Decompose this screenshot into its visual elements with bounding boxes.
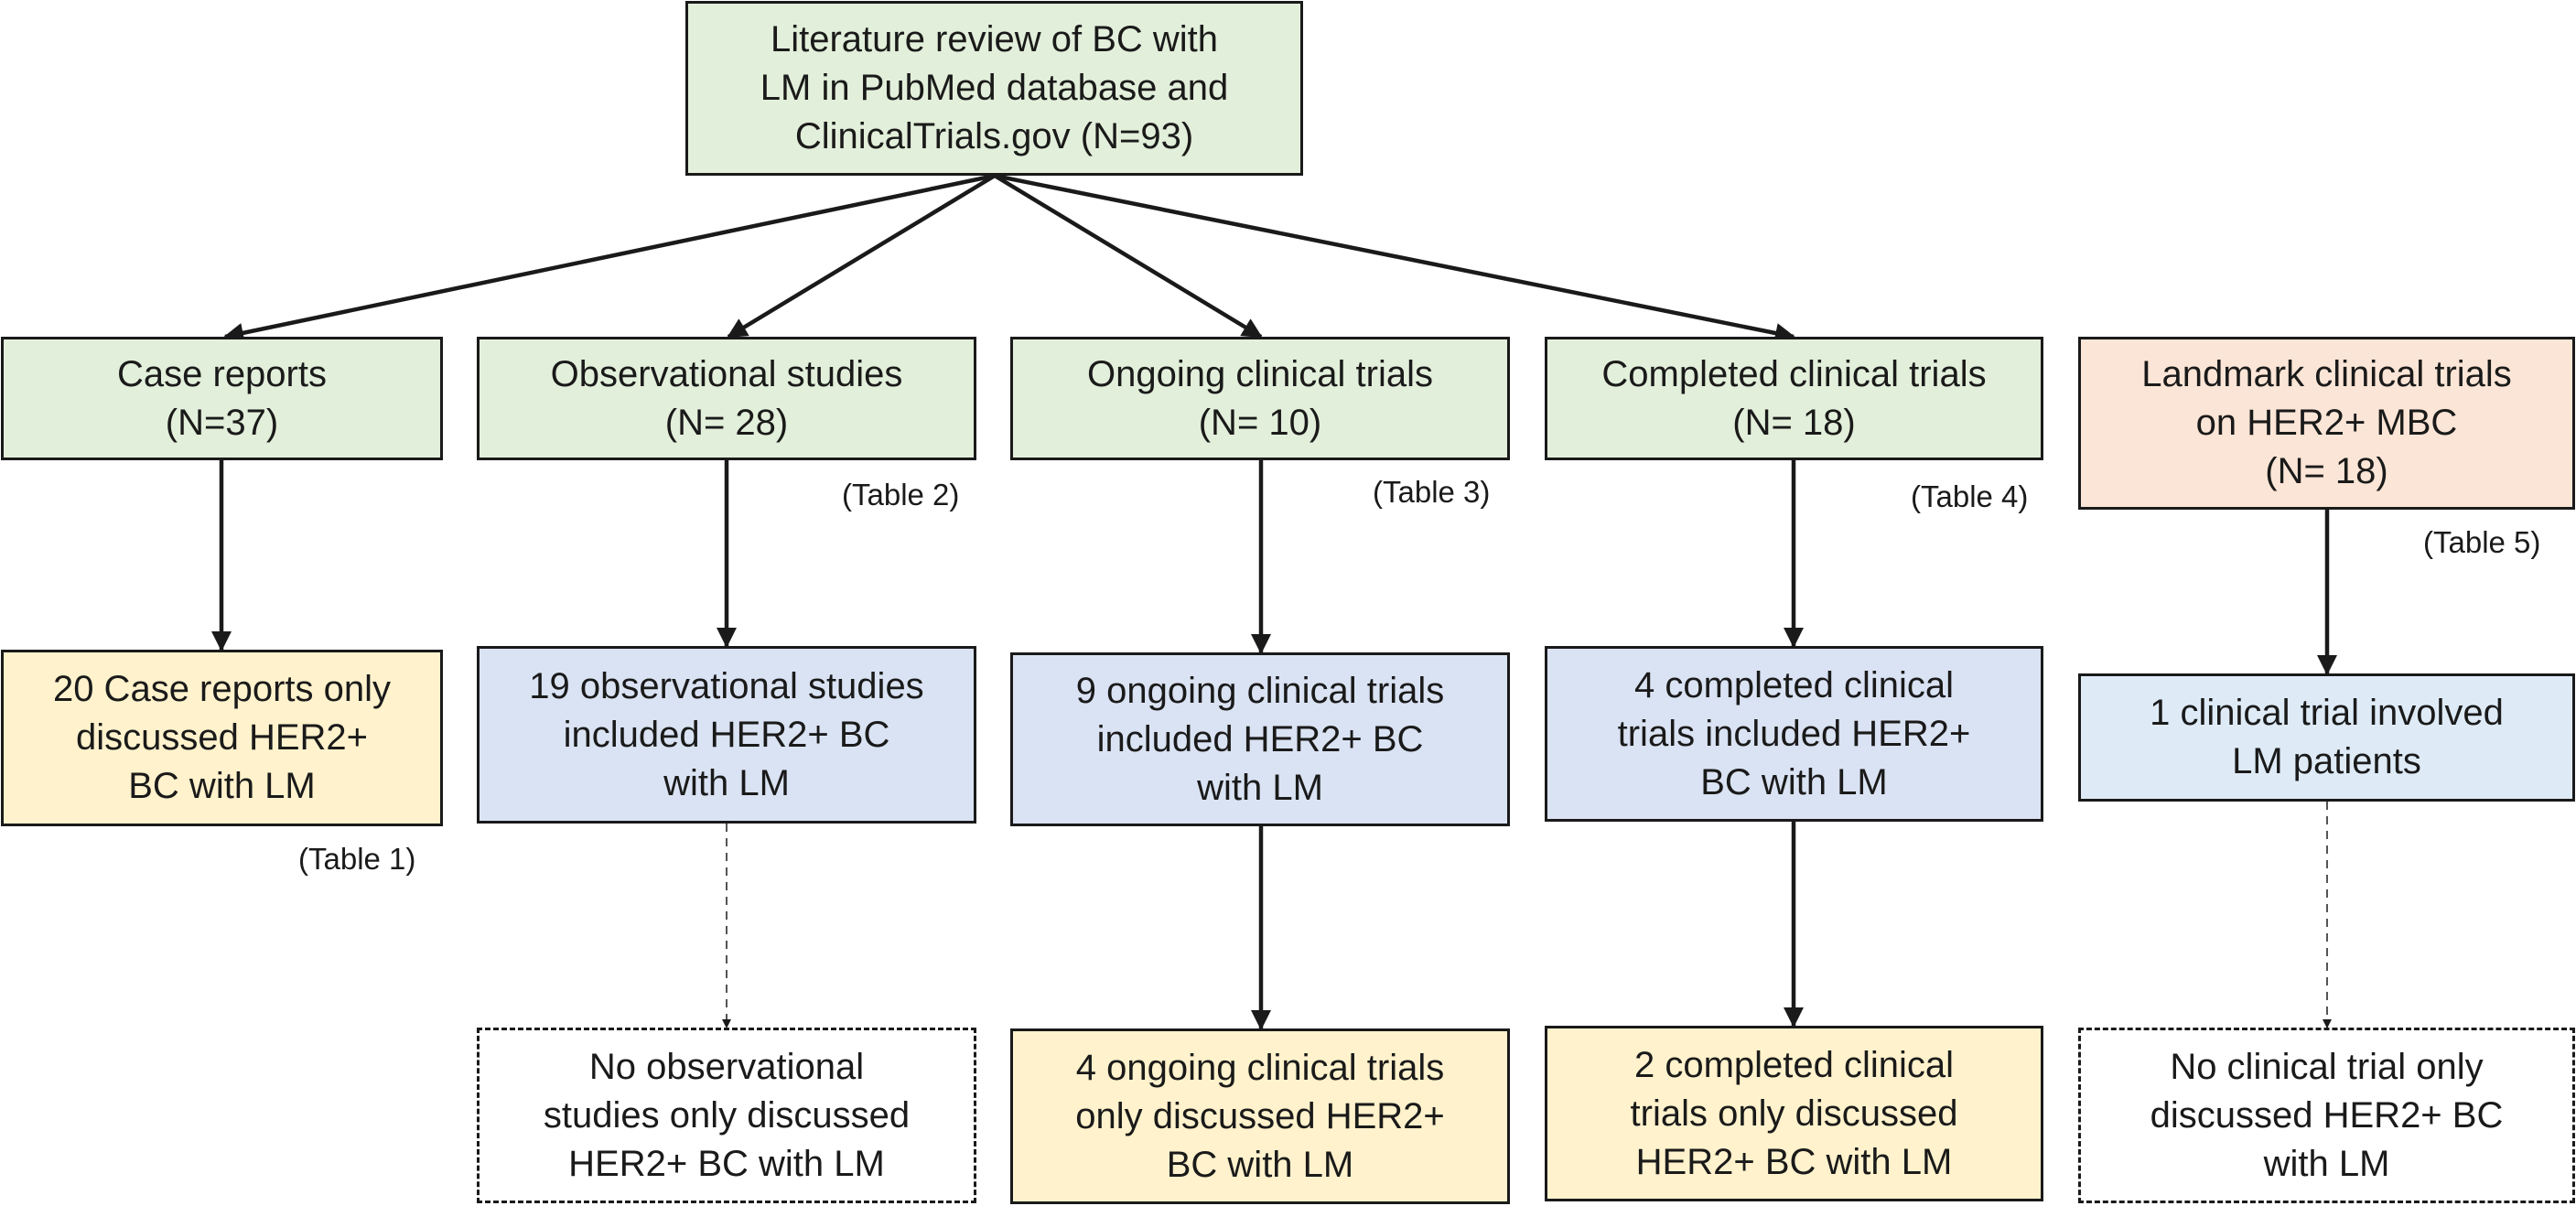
arrow-root-to-observational <box>727 174 997 339</box>
ongoing-included-box: 9 ongoing clinical trials included HER2+… <box>1010 652 1510 826</box>
arrow-root-to-ongoing <box>993 174 1263 339</box>
case-reports-included-box: 20 Case reports only discussed HER2+ BC … <box>1 650 443 826</box>
completed-clinical-trials-box: Completed clinical trials (N= 18) <box>1545 337 2043 460</box>
table-ref-5: (Table 5) <box>2423 525 2541 559</box>
table-ref-4: (Table 4) <box>1911 479 2029 513</box>
observational-included-box: 19 observational studies included HER2+ … <box>477 646 976 824</box>
root-box: Literature review of BC with LM in PubMe… <box>685 1 1303 176</box>
table-ref-2: (Table 2) <box>842 478 960 511</box>
completed-included-box: 4 completed clinical trials included HER… <box>1545 646 2043 822</box>
arrow-root-to-case-reports <box>223 173 996 343</box>
arrow-root-to-completed <box>994 173 1795 343</box>
case-reports-box: Case reports (N=37) <box>1 337 443 460</box>
table-ref-1: (Table 1) <box>298 842 416 876</box>
ongoing-clinical-trials-box: Ongoing clinical trials (N= 10) <box>1010 337 1510 460</box>
ongoing-final-box: 4 ongoing clinical trials only discussed… <box>1010 1028 1510 1204</box>
observational-studies-box: Observational studies (N= 28) <box>477 337 976 460</box>
landmark-final-box: No clinical trial only discussed HER2+ B… <box>2078 1028 2575 1203</box>
completed-final-box: 2 completed clinical trials only discuss… <box>1545 1026 2043 1201</box>
landmark-included-box: 1 clinical trial involved LM patients <box>2078 673 2575 802</box>
observational-final-box: No observational studies only discussed … <box>477 1028 976 1203</box>
landmark-clinical-trials-box: Landmark clinical trials on HER2+ MBC (N… <box>2078 337 2575 510</box>
table-ref-3: (Table 3) <box>1373 475 1491 509</box>
